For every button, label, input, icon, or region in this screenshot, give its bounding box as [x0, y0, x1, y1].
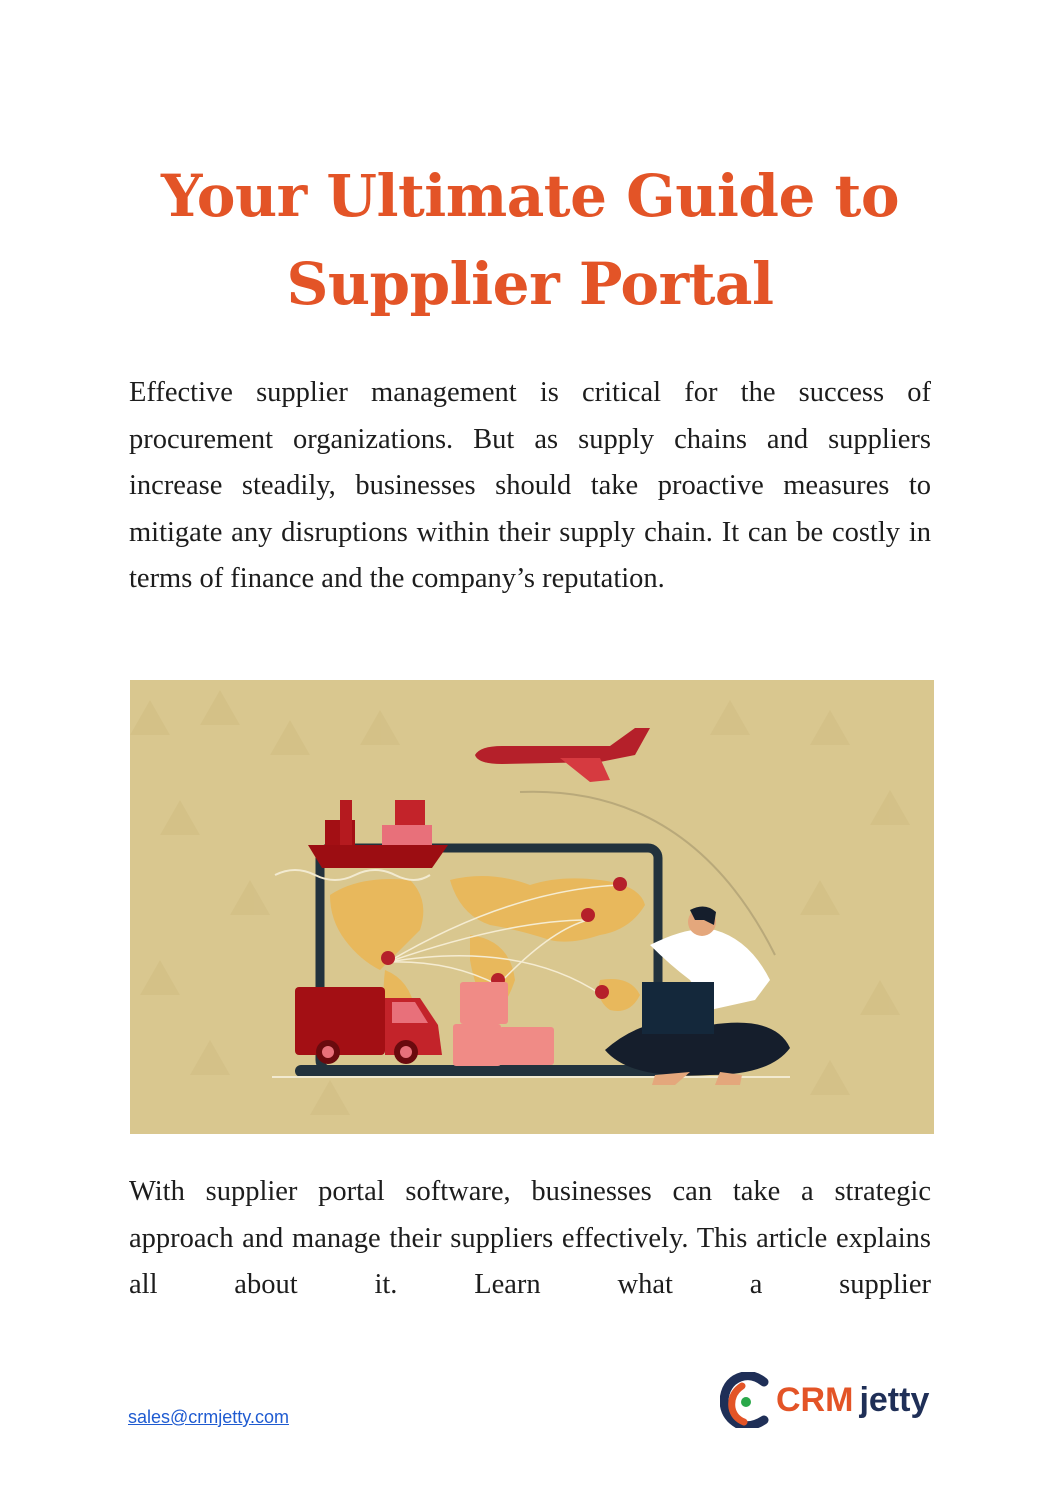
logo-crm-text: CRM [776, 1381, 854, 1419]
body-paragraph: With supplier portal software, businesse… [129, 1176, 931, 1301]
intro-paragraph: Effective supplier management is critica… [129, 377, 931, 595]
logistics-illustration-icon [130, 690, 910, 1115]
title-line-2: Supplier Portal [286, 250, 774, 318]
logo-c-mark-icon [720, 1372, 769, 1428]
page-title: Your Ultimate Guide to Supplier Portal [100, 152, 960, 328]
title-line-1: Your Ultimate Guide to [160, 162, 900, 230]
logo-jetty-text: jetty [859, 1381, 930, 1419]
hero-illustration [130, 680, 934, 1134]
email-link[interactable]: sales@crmjetty.com [128, 1407, 289, 1427]
